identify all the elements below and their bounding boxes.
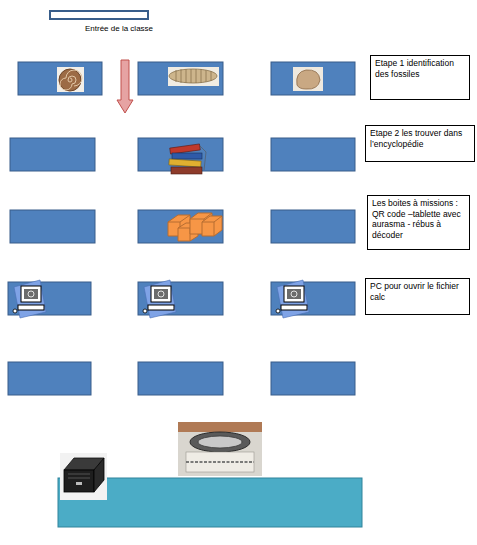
direction-arrow: [117, 60, 133, 113]
chain: [186, 461, 254, 463]
computer-icon: [13, 280, 46, 318]
ammonite-shell: [59, 69, 81, 91]
chained-box-photo: [178, 422, 262, 476]
computer-base: [148, 305, 174, 310]
trilobite-photo: [168, 67, 219, 86]
screen: [24, 289, 38, 299]
table: [271, 62, 355, 95]
mouse: [276, 309, 280, 313]
table: [10, 138, 95, 171]
table: [271, 210, 355, 243]
table: [271, 282, 355, 315]
box-side: [186, 452, 254, 472]
cash-box-trays: [68, 474, 90, 478]
paper-sheet: [277, 280, 309, 318]
note-box: PC pour ouvrir le fichier calc: [365, 278, 470, 315]
photo-background-top: [178, 422, 262, 432]
cash-box-photo: [60, 453, 107, 500]
tables: [8, 62, 355, 395]
paper-sheet: [144, 280, 176, 318]
note-text: PC pour ouvrir le fichier calc: [370, 281, 465, 302]
note-text: Etape 2 les trouver dans l’encyclopédie: [370, 128, 470, 149]
note-box: Etape 1 identification des fossiles: [370, 55, 470, 100]
note-text: Les boites à missions : QR code –tablett…: [372, 198, 465, 241]
screen-globe: [158, 291, 164, 297]
note-box: Les boites à missions : QR code –tablett…: [367, 195, 470, 250]
table: [18, 62, 102, 95]
entrance-label: Entrée de la classe: [85, 24, 153, 33]
book: [172, 153, 202, 159]
fossil-photo: [293, 67, 323, 91]
table: [271, 362, 355, 395]
computer-icon: [143, 280, 176, 318]
photo-background: [293, 67, 323, 91]
cash-box-side: [94, 458, 104, 492]
box-lid: [190, 432, 250, 452]
table: [138, 62, 223, 95]
monitor: [151, 286, 171, 302]
computer-base: [281, 305, 307, 310]
book: [171, 167, 202, 174]
monitor: [284, 286, 304, 302]
screen-globe: [291, 291, 297, 297]
table: [138, 138, 223, 171]
table: [138, 282, 223, 315]
photo-background: [57, 67, 84, 92]
screen: [287, 289, 301, 299]
cash-box-front: [64, 470, 94, 492]
mouse: [13, 309, 17, 313]
mouse: [143, 309, 147, 313]
photo-background: [178, 422, 262, 476]
cube-edges: [202, 216, 222, 236]
ammonite-photo: [57, 67, 84, 92]
computer-icon: [276, 280, 309, 318]
trilobite-ridges: [176, 69, 211, 83]
note-box: Etape 2 les trouver dans l’encyclopédie: [365, 125, 475, 162]
photo-background: [168, 67, 219, 86]
table: [138, 362, 223, 395]
screen: [154, 289, 168, 299]
fossil-shape: [297, 70, 320, 89]
note-text: Etape 1 identification des fossiles: [375, 58, 465, 79]
table: [271, 138, 355, 171]
box-lid-center: [198, 436, 242, 448]
book-edge: [200, 146, 206, 170]
ammonite-spiral: [60, 70, 82, 90]
monitor: [21, 286, 41, 302]
mission-boxes: [168, 213, 222, 241]
paper-sheet: [14, 280, 46, 318]
table: [8, 362, 91, 395]
table: [138, 210, 223, 243]
cash-box-lock: [76, 482, 82, 485]
screen-globe: [28, 291, 34, 297]
table: [10, 210, 95, 243]
trilobite-body: [169, 69, 217, 83]
cube: [202, 216, 222, 236]
books-icon: [169, 144, 206, 174]
photo-background: [60, 453, 107, 500]
computer-base: [18, 305, 44, 310]
door: [50, 11, 148, 19]
book: [170, 144, 201, 154]
book: [169, 159, 201, 167]
